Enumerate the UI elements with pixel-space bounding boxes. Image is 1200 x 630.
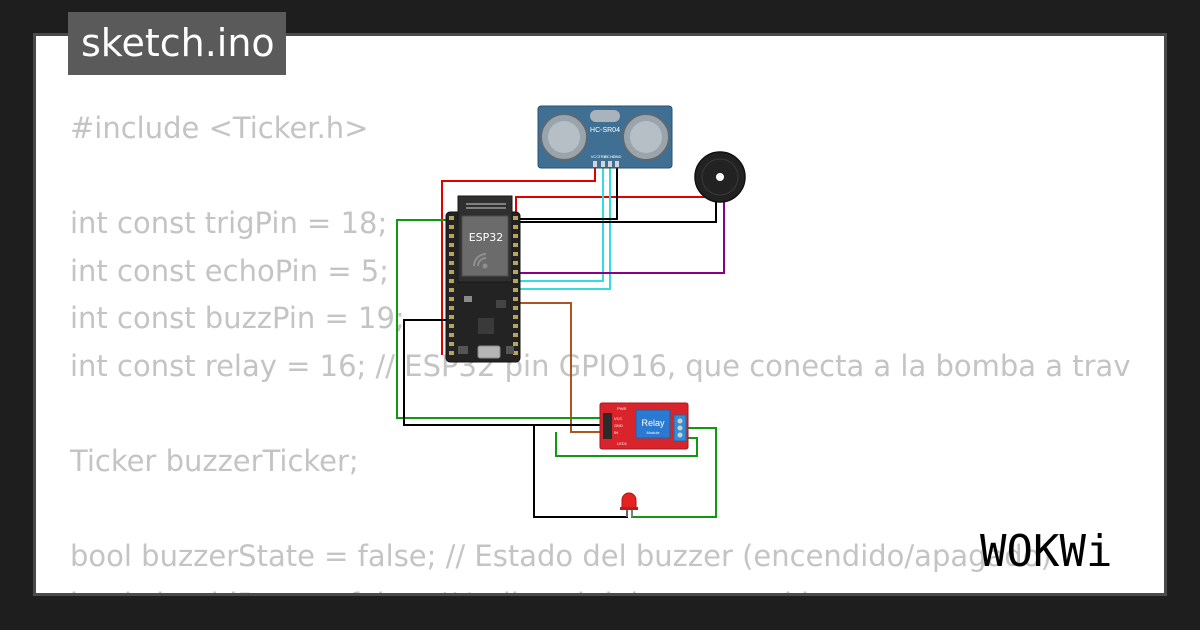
wire-relay-in-brown bbox=[520, 302, 604, 433]
esp32-board[interactable]: ESP32 bbox=[445, 195, 521, 363]
wire-buzzer-black bbox=[516, 200, 717, 223]
relay-pin-in: IN bbox=[614, 430, 618, 435]
wire-trig-cyan bbox=[520, 165, 611, 290]
relay-led-pwr: PWR bbox=[617, 406, 626, 411]
sensor-pin-trig: TRIG bbox=[598, 154, 608, 159]
code-line: int const buzzPin = 19; bbox=[70, 301, 405, 336]
code-preview: #include <Ticker.h> int const trigPin = 1… bbox=[70, 105, 1130, 593]
code-line: #include <Ticker.h> bbox=[70, 111, 369, 145]
wire-gnd-black bbox=[516, 165, 618, 220]
sensor-pin-echo: ECHO bbox=[604, 154, 616, 159]
code-line: int const trigPin = 18; bbox=[70, 206, 388, 241]
sensor-pin-gnd: GND bbox=[613, 154, 622, 159]
wifi-icon bbox=[473, 253, 488, 269]
wire-relay-gnd-black bbox=[403, 319, 604, 426]
code-line: bool buzzerState = false; // Estado del … bbox=[70, 539, 1052, 574]
hc-sr04-sensor[interactable]: HC-SR04 VCC TRIG ECHO GND bbox=[537, 105, 673, 169]
red-led[interactable] bbox=[620, 492, 638, 517]
wire-relay-vcc-green bbox=[396, 219, 604, 419]
wire-relay-com-green bbox=[555, 432, 698, 457]
sensor-pin-vcc: VCC bbox=[591, 154, 600, 159]
wire-buzzer-purple bbox=[520, 200, 725, 274]
wire-buzzer-red bbox=[515, 180, 725, 228]
relay-pin-gnd: GND bbox=[614, 423, 623, 428]
logo-text: WOKWi bbox=[980, 527, 1112, 575]
code-line: Ticker buzzerTicker; bbox=[70, 444, 359, 479]
code-line: int const echoPin = 5; bbox=[70, 253, 389, 288]
sensor-label: HC-SR04 bbox=[590, 127, 620, 134]
code-line: bool shouldBuzz = false; // Indica si de… bbox=[70, 581, 1130, 593]
code-line: int const relay = 16; // ESP32 pin GPIO1… bbox=[70, 348, 1130, 383]
relay-module[interactable]: Relay Module VCC GND IN PWR LED1 bbox=[599, 402, 689, 450]
wire-vcc-red bbox=[441, 165, 596, 355]
relay-pin-vcc: VCC bbox=[614, 416, 623, 421]
file-title: sketch.ino bbox=[68, 12, 286, 75]
relay-led-1: LED1 bbox=[617, 441, 628, 446]
wire-echo-cyan bbox=[520, 165, 604, 282]
relay-label: Relay bbox=[641, 418, 665, 428]
buzzer[interactable] bbox=[694, 151, 746, 203]
relay-sublabel: Module bbox=[646, 430, 660, 435]
esp32-label: ESP32 bbox=[469, 231, 504, 244]
wokwi-logo[interactable]: WOKWi bbox=[978, 527, 1150, 575]
